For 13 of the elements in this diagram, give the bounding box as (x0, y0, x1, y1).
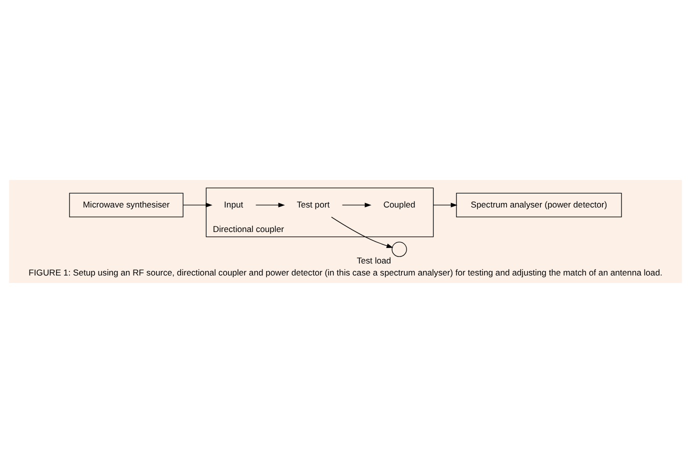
node-box: Microwave synthesiser (69, 192, 184, 217)
arrow (331, 216, 394, 248)
caption: FIGURE 1: Setup using an RF source, directional coupler and power detector (in this case a spectrum analyser) for testing and adjusting the match of an antenna load. (28, 266, 662, 277)
node-text: Input (224, 198, 244, 209)
arrow (432, 202, 458, 207)
node-text: Test port (296, 198, 330, 209)
node-box: Spectrum analyser (power detector) (456, 192, 622, 217)
node-label: Test load (356, 254, 392, 265)
node-circle (392, 241, 407, 256)
arrow (183, 202, 212, 207)
node-text: Coupled (383, 198, 416, 209)
arrow (256, 202, 285, 207)
arrow (342, 202, 372, 207)
